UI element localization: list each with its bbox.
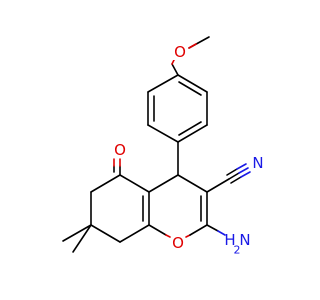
bond-cn-triple-b-blue (236, 163, 247, 170)
bond-c8a-o1-red (165, 234, 171, 238)
bond-c7-me1 (62, 224, 92, 242)
bond-c3-c4 (177, 174, 208, 193)
bond-c7-me2 (72, 224, 92, 253)
bond-c2-nh2-blue (217, 230, 226, 236)
bond-c8a-o1 (148, 224, 167, 236)
bond-cn-triple-b (226, 168, 238, 176)
bond-c2-nh2 (206, 224, 219, 232)
label-bg-methoxy-o (172, 44, 186, 60)
bond-benz-1 (147, 74, 179, 93)
ketone-oxygen-label: O (114, 141, 126, 159)
bond-cn-triple-a (228, 172, 240, 180)
bond-cn-triple-c (230, 176, 242, 184)
methoxy-oxygen-label: O (174, 43, 186, 61)
ring-oxygen-label: O (172, 234, 184, 252)
chemical-structure-diagram: O O O N H N 2 (62, 36, 264, 257)
bond-c4a-c5 (119, 174, 150, 193)
bond-o-aryl (171, 63, 179, 76)
bond-c5-c6 (90, 174, 121, 193)
bond-o1-c2 (189, 224, 208, 236)
bond-c4-c4a (148, 174, 179, 193)
bond-c3-cn (206, 178, 230, 193)
bond-benz-4 (177, 124, 208, 143)
bond-cn-triple-a-blue (238, 167, 249, 174)
bond-cn-triple-c-blue (240, 171, 251, 178)
bond-benz-3 (147, 124, 179, 143)
amine-h-label: H (224, 231, 235, 249)
bond-benz-6 (177, 74, 208, 93)
bond-c7-c8 (90, 224, 121, 243)
bond-benz-inner-3 (178, 81, 202, 96)
amine-subscript-label: 2 (234, 244, 241, 257)
amine-nitrogen-label: N (239, 231, 250, 249)
bond-benz-inner-2 (178, 121, 202, 136)
bond-methyl-o-red (188, 43, 197, 49)
nitrile-nitrogen-label: N (252, 154, 263, 172)
bond-c8-c8a (119, 224, 150, 243)
